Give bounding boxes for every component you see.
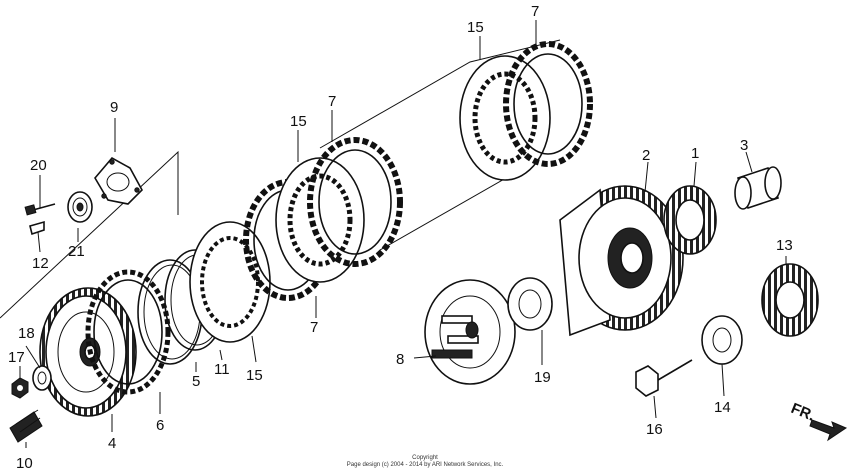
copyright-notice: Copyright Page design (c) 2004 - 2014 by…: [0, 455, 850, 469]
part-17-nut: [11, 377, 29, 399]
copyright-line-2: Page design (c) 2004 - 2014 by ARI Netwo…: [346, 462, 504, 468]
callout-11: 11: [214, 361, 230, 378]
callout-10: 10: [16, 455, 33, 472]
part-3-collar: [734, 166, 782, 210]
callout-20: 20: [30, 157, 47, 174]
callout-3: 3: [740, 137, 748, 154]
callout-19: 19: [534, 369, 551, 386]
callout-4: 4: [108, 435, 116, 452]
part-7-friction-disc-upper: [503, 41, 593, 167]
callout-5: 5: [192, 373, 200, 390]
leader-lines: [19, 20, 787, 448]
callout-1: 1: [691, 145, 699, 162]
part-12-pin: [29, 220, 45, 236]
part-6-friction-disc: [85, 269, 171, 395]
callout-14: 14: [714, 399, 731, 416]
callout-2: 2: [642, 147, 650, 164]
part-21-bearing: [67, 191, 93, 223]
callout-21: 21: [68, 243, 85, 260]
part-10-spring: [9, 409, 43, 443]
callout-8: 8: [396, 351, 404, 368]
callout-18: 18: [18, 325, 35, 342]
callout-13: 13: [776, 237, 793, 254]
callout-15-middle: 15: [290, 113, 307, 130]
callout-16: 16: [646, 421, 663, 438]
callout-7-middle: 7: [328, 93, 336, 110]
callout-15-lower: 15: [246, 367, 263, 384]
part-13-gear: [761, 263, 819, 337]
callouts: 1 2 3 4 5 6 7 7 7 8 9 10 11 12 13 14 15 …: [8, 3, 793, 472]
callout-6: 6: [156, 417, 164, 434]
copyright-line-1: Copyright: [412, 455, 438, 461]
part-1-drive-gear: [663, 185, 717, 255]
part-9-holder-plate: [94, 156, 143, 205]
part-14-bushing: [701, 315, 743, 365]
callout-12: 12: [32, 255, 49, 272]
callout-17: 17: [8, 349, 25, 366]
callout-7-lower: 7: [310, 319, 318, 336]
part-15-plate-middle: [275, 157, 365, 283]
frame-lines: [0, 39, 561, 319]
part-8-pressure-plate: [424, 279, 516, 385]
callout-9: 9: [110, 99, 118, 116]
part-2-clutch-housing: [559, 185, 684, 337]
front-direction-arrow: FR.: [789, 400, 848, 442]
part-20-bolt: [24, 203, 56, 216]
part-18-washer: [32, 365, 52, 391]
callout-7-upper: 7: [531, 3, 539, 20]
callout-15-upper: 15: [467, 19, 484, 36]
part-7-friction-disc-middle: [307, 137, 403, 267]
part-19-washer: [507, 277, 553, 331]
part-16-flange-bolt: [635, 359, 693, 397]
